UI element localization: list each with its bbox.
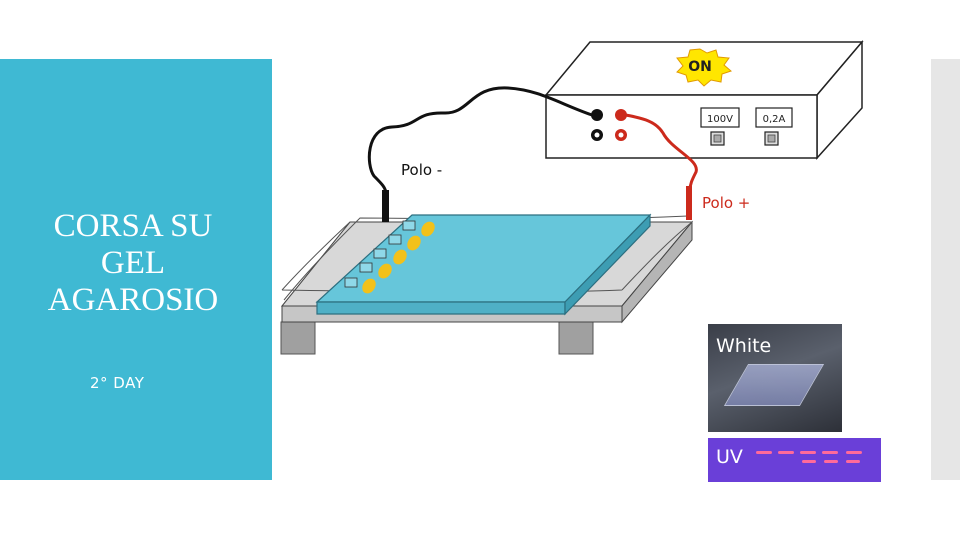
positive-wire <box>625 113 698 191</box>
uv-light-photo: UV <box>708 438 881 482</box>
negative-pole-label: Polo - <box>401 161 442 179</box>
power-supply: ON 100V 0,2A <box>544 39 864 160</box>
slide-subtitle: 2° DAY <box>90 374 145 392</box>
positive-pole-label: Polo + <box>702 194 750 212</box>
positive-electrode <box>686 186 692 220</box>
uv-band <box>756 451 772 454</box>
right-edge-bar <box>931 59 960 480</box>
voltage-display <box>700 107 740 128</box>
negative-electrode <box>382 190 389 222</box>
uv-band <box>846 451 862 454</box>
slide-title: CORSA SU GEL AGAROSIO <box>47 208 219 318</box>
gel-photo-slab <box>723 364 825 406</box>
negative-terminal-top <box>591 109 603 121</box>
white-light-photo: White <box>708 324 842 432</box>
uv-photo-label: UV <box>716 446 743 468</box>
on-badge <box>676 48 732 87</box>
current-readout: 0,2A <box>763 114 786 125</box>
uv-band <box>824 460 838 463</box>
voltage-readout: 100V <box>707 114 733 125</box>
current-display <box>755 107 793 128</box>
title-panel <box>0 59 272 480</box>
white-photo-label: White <box>716 335 772 357</box>
uv-band <box>822 451 838 454</box>
uv-band <box>802 460 816 463</box>
gel-chamber <box>280 186 694 355</box>
uv-band <box>778 451 794 454</box>
negative-wire <box>367 86 593 195</box>
gel-wells <box>344 220 416 288</box>
uv-band <box>800 451 816 454</box>
positive-terminal-top <box>615 109 627 121</box>
power-state-text: ON <box>688 59 712 75</box>
dna-samples <box>362 221 435 294</box>
uv-band <box>846 460 860 463</box>
